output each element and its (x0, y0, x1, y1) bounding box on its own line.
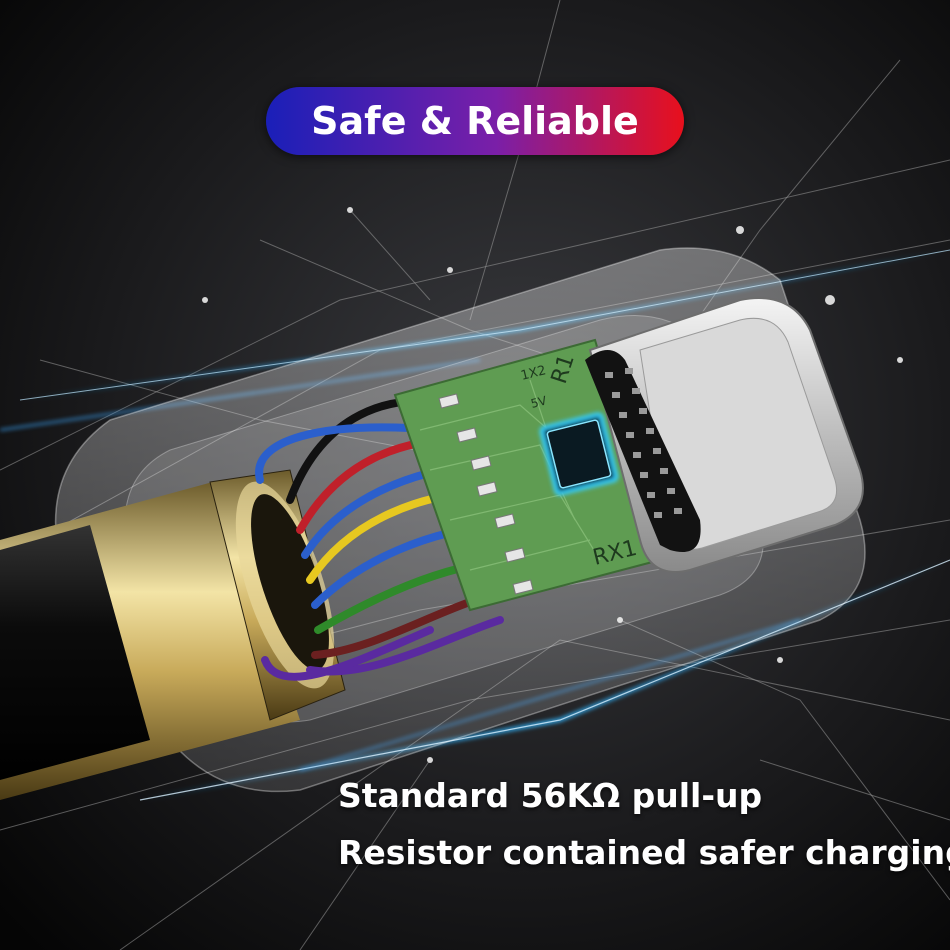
usb-c-connector (585, 297, 864, 573)
label-5v: 5V (529, 393, 549, 411)
cable-body (0, 469, 346, 800)
caption-line-1: Standard 56KΩ pull-up (338, 776, 763, 815)
badge-text: Safe & Reliable (311, 99, 639, 143)
pcb-board: 1X2 R1 5V RX1 (393, 338, 662, 612)
safe-reliable-badge: Safe & Reliable (266, 87, 684, 155)
label-1x2: 1X2 (519, 363, 547, 384)
caption-line-2: Resistor contained safer charging (338, 833, 950, 872)
